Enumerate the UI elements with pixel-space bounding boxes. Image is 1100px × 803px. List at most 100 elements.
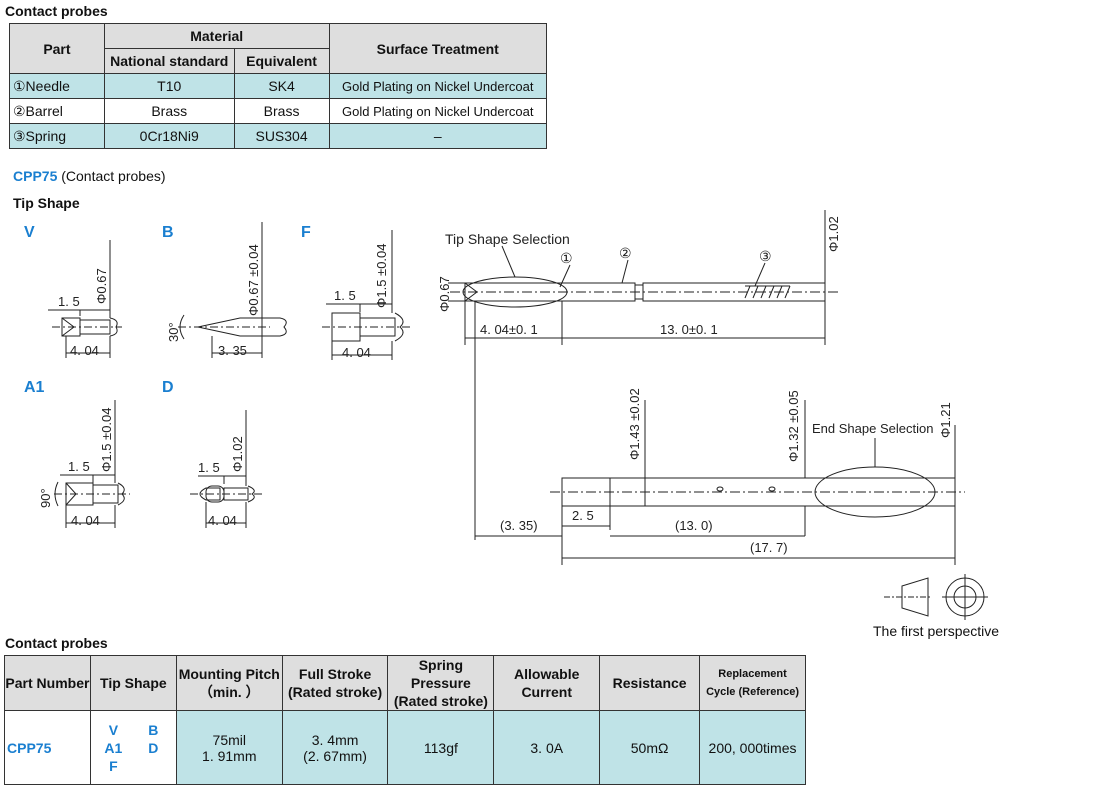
equivalent-cell: SK4 [233,73,330,99]
spec-tip-shapes: V B A1 D F [89,710,177,785]
header-pressure-line1: Spring Pressure [410,657,471,691]
header-surface: Surface Treatment [328,23,548,74]
tip-letter-b: B [162,224,174,241]
tip-b-drawing [178,222,287,358]
surface-cell: Gold Plating on Nickel Undercoat [328,73,548,99]
header-stroke-line1: Full Stroke [298,666,372,682]
body-diameter: Φ1.43 ±0.02 [627,388,642,460]
callout-2: ② [619,245,632,261]
tip-d-drawing [190,410,262,528]
stroke-rated: (2. 67mm) [303,747,367,764]
end-shape-selection-label: End Shape Selection [812,421,933,436]
tip-shape-f: F [109,757,118,774]
header-allowable-current: Allowable Current [493,655,601,711]
header-spring-pressure: Spring Pressure (Rated stroke) [387,655,495,711]
tip-f-dim-a: 1. 5 [334,288,356,303]
tip-letter-f: F [301,224,311,241]
spec-table: Part Number Tip Shape Mounting Pitch （mi… [4,655,806,785]
header-resistance: Resistance [599,655,701,711]
product-code: CPP75 [13,168,58,184]
table-row: ②Barrel Brass Brass Gold Plating on Nick… [9,98,548,124]
product-desc: (Contact probes) [61,168,166,184]
part-cell: ①Needle [9,73,105,99]
header-replacement-cycle: Replacement Cycle (Reference) [699,655,806,711]
perspective-label: The first perspective [873,623,1000,639]
tip-f-diameter: Φ1.5 ±0.04 [374,244,389,309]
spec-spring-pressure: 113gf [387,710,495,785]
spec-mounting-pitch: 75mil 1. 91mm [175,710,283,785]
tip-d-diameter: Φ1.02 [230,436,245,472]
header-full-stroke: Full Stroke (Rated stroke) [281,655,389,711]
tip-d-dim-a: 1. 5 [198,460,220,475]
spec-full-stroke: 3. 4mm (2. 67mm) [281,710,389,785]
callout-3: ③ [759,248,772,264]
tip-a1-drawing [54,400,130,528]
pitch-mm: 1. 91mm [202,747,257,764]
national-cell: 0Cr18Ni9 [103,123,235,149]
header-cycle-line2: Cycle (Reference) [706,686,799,698]
first-perspective-symbol [884,574,988,620]
spec-resistance: 50mΩ [599,710,701,785]
part-cell: ②Barrel [9,98,105,124]
material-section-title: Contact probes [5,3,108,19]
header-equivalent: Equivalent [233,48,330,74]
callout-1: ① [560,250,573,266]
header-part-number: Part Number [4,655,91,711]
length-3-35: (3. 35) [500,518,538,533]
national-cell: T10 [103,73,235,99]
header-current-line1: Allowable [514,666,580,682]
exposed-length: 13. 0±0. 1 [660,322,718,337]
spec-replacement-cycle: 200, 000times [699,710,806,785]
part-cell: ③Spring [9,123,105,149]
tip-drawings: 1. 5 4. 04 Φ0.67 3. 35 Φ0.67 ±0.04 30° 1… [38,222,410,528]
tip-letter-v: V [24,224,35,241]
equivalent-cell: SUS304 [233,123,330,149]
tip-b-diameter: Φ0.67 ±0.04 [246,244,261,316]
header-mounting-pitch: Mounting Pitch （min. ） [175,655,283,711]
tip-f-dim-b: 4. 04 [342,345,371,360]
tip-shape-a1: A1 [104,739,123,756]
spec-allowable-current: 3. 0A [493,710,601,785]
flange-diameter: Φ1.32 ±0.05 [786,390,801,462]
length-17-7: (17. 7) [750,540,788,555]
national-cell: Brass [103,98,235,124]
tip-b-dim-b: 3. 35 [218,343,247,358]
tip-d-dim-b: 4. 04 [208,513,237,528]
header-pitch-line2: （min. ） [198,684,260,700]
surface-cell: Gold Plating on Nickel Undercoat [328,98,548,124]
tip-v-dim-a: 1. 5 [58,294,80,309]
equivalent-cell: Brass [233,98,330,124]
tip-letter-a1: A1 [24,379,45,396]
spec-section-title: Contact probes [5,635,108,651]
spec-part-number: CPP75 [4,710,91,785]
tip-v-drawing [48,240,122,358]
header-part: Part [9,23,105,74]
table-row: ③Spring 0Cr18Ni9 SUS304 – [9,123,548,149]
length-13-0: (13. 0) [675,518,713,533]
needle-length: 4. 04±0. 1 [480,322,538,337]
tip-shape-b: B [148,721,159,738]
stroke-full: 3. 4mm [311,731,359,748]
tip-b-angle: 30° [166,322,181,342]
table-row: ①Needle T10 SK4 Gold Plating on Nickel U… [9,73,548,99]
tip-letter-d: D [162,379,174,396]
length-2-5: 2. 5 [572,508,594,523]
tip-shape-selection-label: Tip Shape Selection [445,231,570,247]
header-cycle-line1: Replacement [718,668,787,680]
probe-drawing: Tip Shape Selection ① ② ③ Φ0.67 Φ1.02 4.… [437,210,965,565]
needle-diameter: Φ0.67 [437,276,452,312]
header-pitch-line1: Mounting Pitch [178,666,280,682]
header-tip-shape: Tip Shape [89,655,177,711]
pitch-mil: 75mil [212,731,246,748]
end-diameter: Φ1.21 [938,402,953,438]
material-table: Part Material Surface Treatment National… [9,23,548,149]
header-material: Material [103,23,330,49]
tip-a1-dim-a: 1. 5 [68,459,90,474]
tip-v-diameter: Φ0.67 [94,268,109,304]
tip-v-dim-b: 4. 04 [70,343,99,358]
header-national: National standard [103,48,235,74]
header-stroke-line2: (Rated stroke) [288,684,383,700]
product-heading: CPP75 (Contact probes) [13,168,166,184]
tip-shape-v: V [108,721,119,738]
header-current-line2: Current [521,684,572,700]
